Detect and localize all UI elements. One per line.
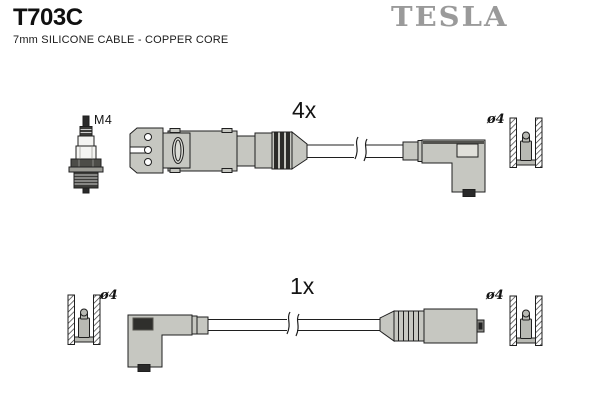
upper-socket-section-icon: [509, 117, 543, 168]
cable-description: 7mm SILICONE CABLE - COPPER CORE: [13, 34, 229, 46]
part-number: T703C: [13, 4, 83, 31]
spark-plug-thread-label: M4: [94, 113, 113, 127]
lower-left-socket-section-icon: [67, 294, 101, 345]
upper-quantity-label: 4x: [292, 97, 317, 123]
tesla-logo: TESLA: [391, 1, 509, 33]
upper-cable-assembly: [129, 127, 486, 197]
lower-right-socket-diameter-label: ø4: [486, 288, 504, 303]
lower-quantity-label: 1x: [290, 273, 315, 299]
upper-socket-diameter-label: ø4: [487, 112, 505, 127]
lower-right-socket-section-icon: [509, 295, 543, 346]
lower-left-socket-diameter-label: ø4: [100, 288, 118, 303]
spark-plug-icon: [68, 115, 104, 194]
lower-cable-assembly: [127, 308, 485, 372]
